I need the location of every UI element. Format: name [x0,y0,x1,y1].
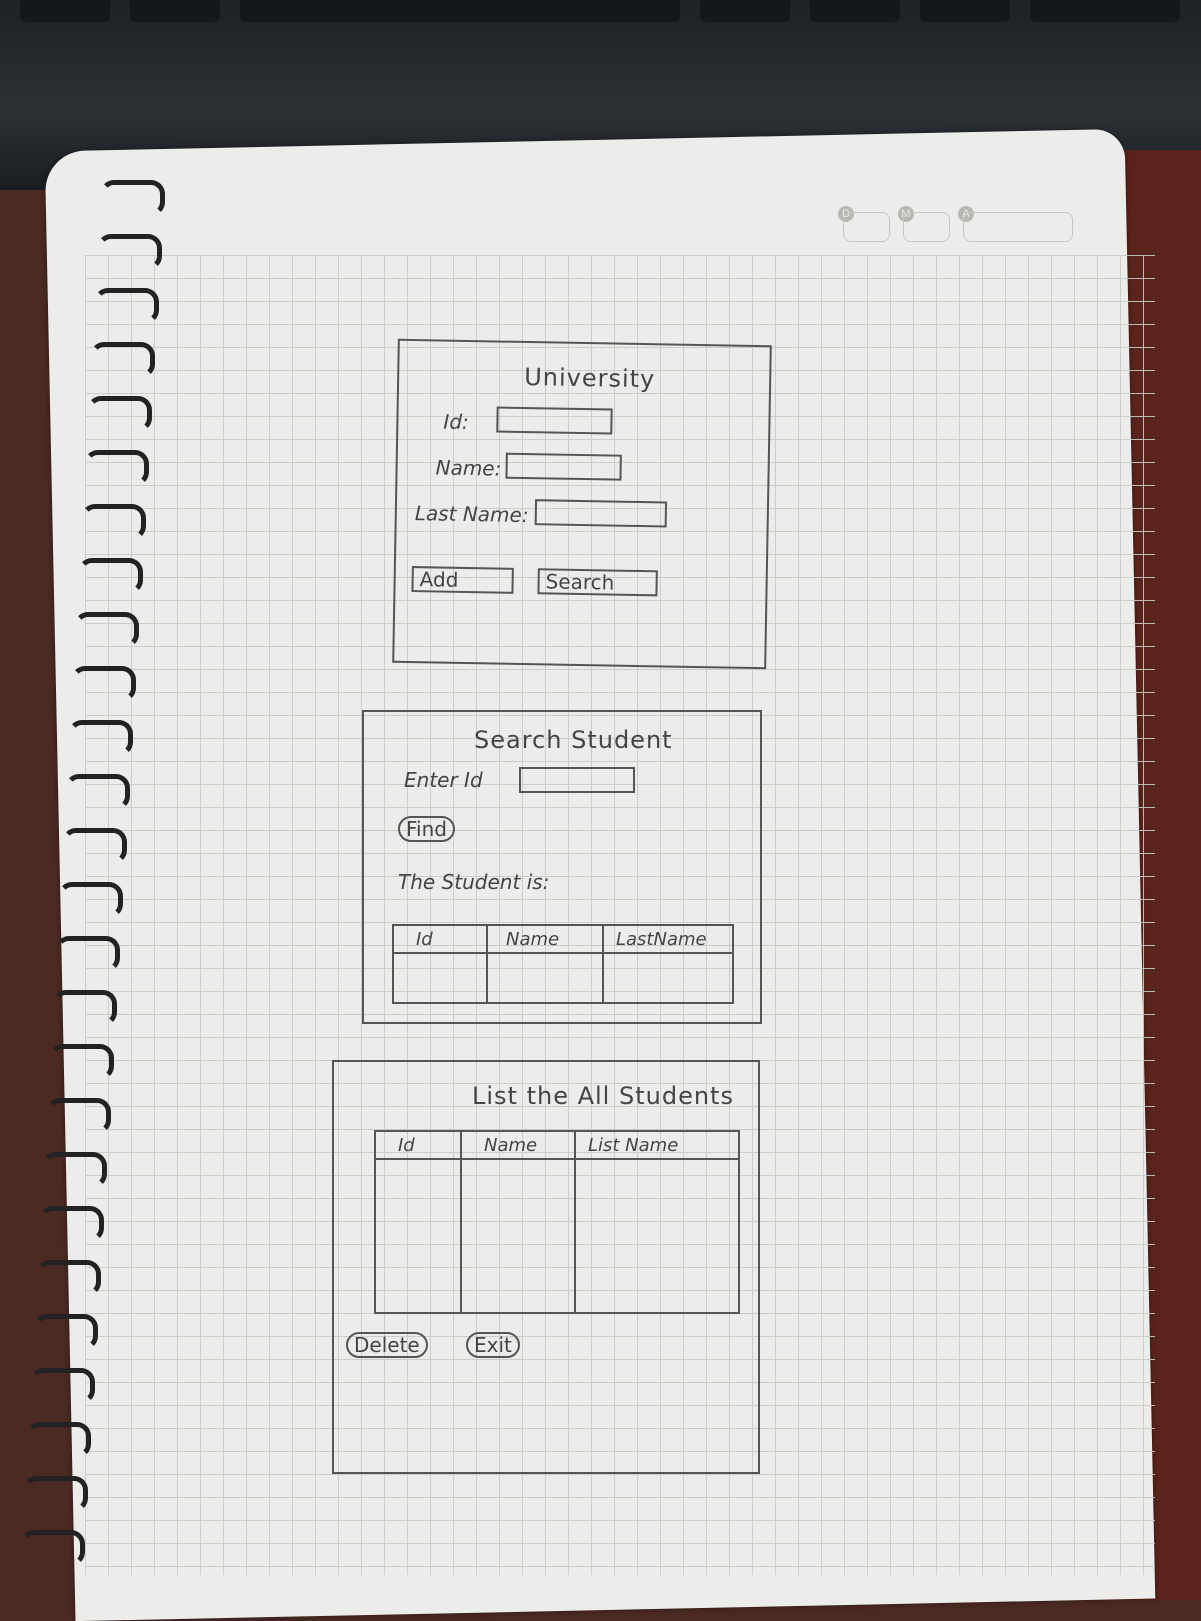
spiral-ring [61,828,127,864]
spiral-ring [39,1206,105,1242]
enter-id-label: Enter Id [404,768,483,792]
spiral-ring [58,882,124,918]
window-title: Search Student [474,726,673,754]
list-students-window: List the All Students Id Name List Name … [332,1060,760,1474]
spiral-ring [84,450,149,486]
search-button[interactable]: Search [537,568,658,597]
result-label: The Student is: [398,870,550,894]
spiral-ring [20,1530,85,1566]
grid-paper [85,255,1155,1575]
spiral-ring [80,504,146,540]
spiral-binding [0,180,165,1600]
spiral-ring [55,936,121,972]
spiral-ring [90,342,156,378]
lastname-label: Last Name: [414,501,529,528]
delete-button[interactable]: Delete [346,1332,428,1358]
add-button[interactable]: Add [411,566,514,594]
name-label: Name: [435,455,502,481]
spiral-ring [26,1422,92,1458]
window-title: List the All Students [472,1082,734,1110]
column-header-lastname: LastName [616,929,707,950]
id-label: Id: [443,409,469,435]
result-table: Id Name LastName [392,924,734,1004]
spiral-ring [32,1314,98,1350]
spiral-ring [68,720,133,756]
column-header-name: Name [506,929,560,950]
exit-button[interactable]: Exit [466,1332,520,1358]
column-header-id: Id [416,929,433,950]
spiral-ring [100,180,165,216]
date-box-year [963,212,1073,242]
spiral-ring [96,234,162,270]
enter-id-input[interactable] [519,767,635,793]
spiral-ring [87,396,153,432]
column-header-name: Name [484,1135,538,1156]
date-box-day [843,212,890,242]
spiral-ring [74,612,140,648]
lastname-input[interactable] [534,499,668,528]
spiral-ring [71,666,137,702]
search-student-window: Search Student Enter Id Find The Student… [362,710,762,1024]
spiral-ring [42,1152,108,1188]
spiral-ring [48,1044,114,1080]
spiral-ring [93,288,159,324]
id-input[interactable] [496,406,613,435]
students-table[interactable]: Id Name List Name [374,1130,740,1314]
spiral-ring [45,1098,111,1134]
column-header-id: Id [398,1135,415,1156]
find-button[interactable]: Find [398,816,455,842]
spiral-ring [77,558,143,594]
column-header-listname: List Name [588,1135,679,1156]
name-input[interactable] [505,452,622,481]
spiral-ring [64,774,130,810]
spiral-ring [36,1260,101,1296]
date-box-month [903,212,950,242]
window-title: University [523,362,656,394]
university-window: University Id: Name: Last Name: Add Sear… [392,338,772,670]
spiral-ring [52,990,117,1026]
spiral-ring [29,1368,95,1404]
spiral-ring [23,1476,89,1512]
